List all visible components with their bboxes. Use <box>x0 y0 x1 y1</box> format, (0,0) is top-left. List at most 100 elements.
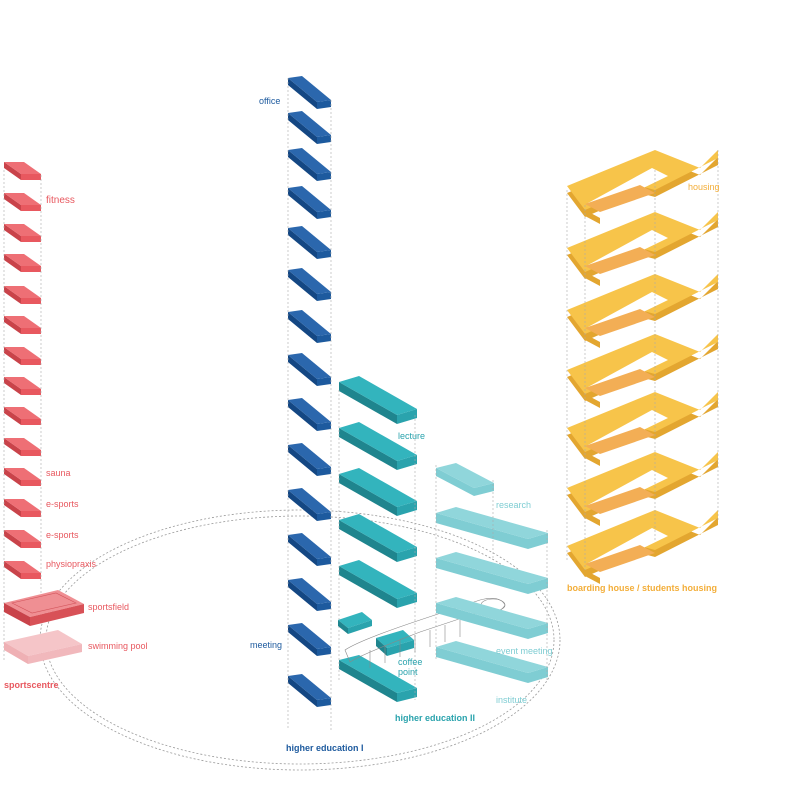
fitness-slab-side <box>4 347 21 365</box>
fitness-slab-side <box>4 499 21 517</box>
fitness-slab-top <box>4 347 41 359</box>
lecture-slab-front <box>397 593 417 608</box>
housing-floor <box>567 274 718 348</box>
office-slab <box>288 623 331 656</box>
office-slab-top <box>288 186 331 212</box>
lecture-slab <box>339 560 417 608</box>
fitness-slab <box>4 377 41 395</box>
fitness-slab <box>4 468 41 486</box>
housing-unit-side <box>585 570 600 584</box>
research-floor-slab-front <box>528 623 548 639</box>
office-slab-front <box>317 250 331 259</box>
research-slab-top <box>436 463 494 488</box>
office-slab-front <box>317 377 331 386</box>
housing-guides <box>566 150 719 570</box>
fitness-slab-front <box>21 236 41 242</box>
fitness-slab <box>4 193 41 211</box>
office-slab-front <box>317 172 331 181</box>
higher-education-ii-base-slab-top <box>339 655 417 693</box>
sportscentre-guides <box>3 170 42 660</box>
fitness-slab-front <box>21 542 41 548</box>
office-slab <box>288 186 331 219</box>
fitness-slab <box>4 316 41 334</box>
fitness-slab <box>4 254 41 272</box>
office-slab <box>288 533 331 566</box>
fitness-slab-front <box>21 174 41 180</box>
research-floor-slab-top <box>436 641 548 673</box>
office-slab-side <box>288 676 317 707</box>
fitness-slab-side <box>4 316 21 334</box>
fitness-slab-side <box>4 530 21 548</box>
fitness-slab-top <box>4 193 41 205</box>
lecture-slab-side <box>339 474 397 516</box>
fitness-slab <box>4 347 41 365</box>
research-slab-side <box>436 468 474 496</box>
fitness-slab-top <box>4 286 41 298</box>
research-floor-slab-top <box>436 507 548 539</box>
sportscentre-stack <box>4 162 41 579</box>
office-slab-top <box>288 533 331 559</box>
research-slab-front <box>474 483 494 496</box>
fitness-slab-top <box>4 468 41 480</box>
lecture-slab-front <box>397 501 417 516</box>
higher-education-i-guides <box>287 78 332 730</box>
research-floor-slab-side <box>436 647 528 683</box>
office-slab <box>288 443 331 476</box>
fitness-slab-front <box>21 266 41 272</box>
higher-education-i-stack <box>288 76 331 707</box>
office-slab-front <box>317 698 331 707</box>
fitness-slab-front <box>21 205 41 211</box>
office-slab-front <box>317 292 331 301</box>
office-slab-top <box>288 76 331 102</box>
fitness-slab-side <box>4 254 21 272</box>
fitness-slab-top <box>4 561 41 573</box>
fitness-slab-side <box>4 438 21 456</box>
label-sportscentre: sportscentre <box>4 680 59 690</box>
higher-education-ii-guides <box>338 390 416 700</box>
lecture-slab <box>339 468 417 516</box>
housing-unit <box>585 487 655 514</box>
coffee-point-block <box>338 612 414 656</box>
housing-unit <box>585 369 655 396</box>
research-floor-slab <box>436 507 548 549</box>
fitness-slab <box>4 561 41 579</box>
office-slab-side <box>288 580 317 611</box>
office-slab-side <box>288 78 317 109</box>
office-slab-top <box>288 268 331 294</box>
office-slab-front <box>317 602 331 611</box>
fitness-slab-top <box>4 162 41 174</box>
housing-floor <box>567 334 718 408</box>
fitness-slab-top <box>4 377 41 389</box>
fitness-slab-side <box>4 407 21 425</box>
fitness-slab-top <box>4 224 41 236</box>
label-sauna: sauna <box>46 468 71 478</box>
office-slab-top <box>288 488 331 514</box>
office-slab-front <box>317 647 331 656</box>
research-floor-slab-top <box>436 552 548 584</box>
housing-unit <box>585 185 655 212</box>
fitness-slab-top <box>4 530 41 542</box>
lecture-slab-top <box>339 560 417 599</box>
office-slab <box>288 310 331 343</box>
housing-floor <box>567 452 718 526</box>
fitness-slab-top <box>4 499 41 511</box>
label-meeting: meeting <box>250 640 282 650</box>
office-slab-top <box>288 623 331 649</box>
office-slab <box>288 488 331 521</box>
office-slab-front <box>317 135 331 144</box>
housing-floor <box>567 510 718 584</box>
fitness-slab <box>4 530 41 548</box>
office-slab <box>288 76 331 109</box>
label-point: point <box>398 667 418 677</box>
lecture-slab-top <box>339 468 417 507</box>
office-slab-top <box>288 674 331 700</box>
lecture-slab <box>339 422 417 470</box>
fitness-slab-top <box>4 316 41 328</box>
label-institute: institute <box>496 695 527 705</box>
fitness-slab-front <box>21 511 41 517</box>
office-slab-side <box>288 400 317 431</box>
office-slab-front <box>317 557 331 566</box>
office-slab-top <box>288 578 331 604</box>
higher-education-ii-base-slab-side <box>339 660 397 702</box>
lecture-slab-side <box>339 566 397 608</box>
